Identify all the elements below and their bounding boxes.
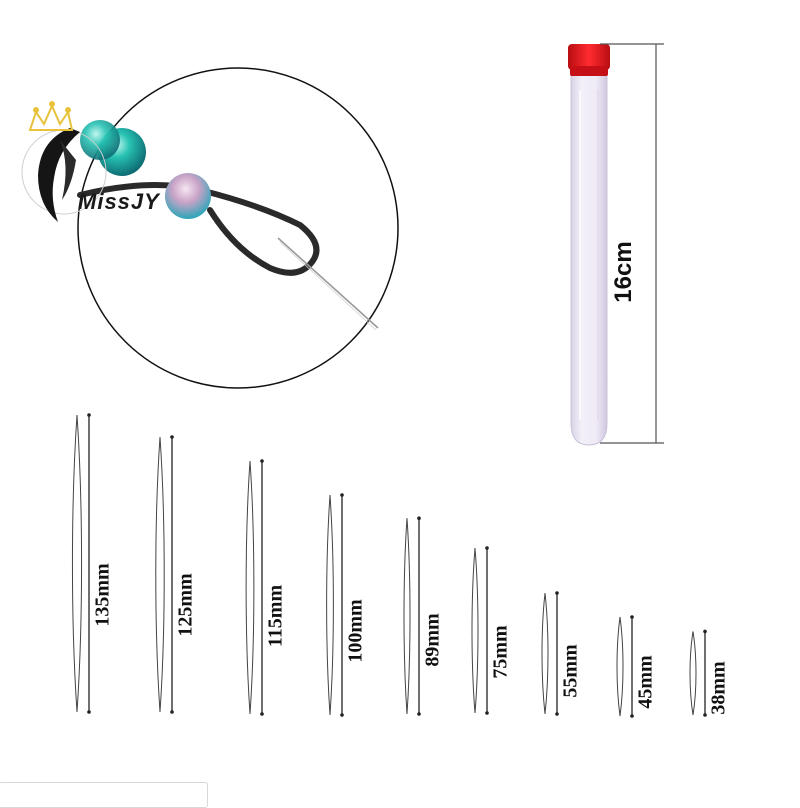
dimension-end-dot	[87, 413, 91, 417]
dimension-end-dot	[485, 546, 489, 550]
corner-frame	[0, 782, 208, 808]
needle-length-label: 100mm	[344, 598, 367, 663]
beading-needle-115	[245, 460, 255, 715]
crown-icon	[28, 101, 74, 131]
beading-needle-100	[326, 494, 334, 716]
tube-dimension-line	[600, 43, 664, 444]
dimension-end-dot	[630, 714, 634, 718]
beading-needle-89	[403, 518, 411, 715]
dimension-end-dot	[170, 710, 174, 714]
beading-needle-125	[155, 436, 165, 713]
dimension-end-dot	[417, 712, 421, 716]
tube-cap	[568, 44, 610, 70]
threading-needle	[277, 237, 379, 329]
needle-length-label: 125mm	[174, 572, 197, 637]
beading-needle-55	[541, 592, 549, 715]
needle-length-label: 55mm	[559, 644, 582, 698]
needle-set	[71, 413, 707, 718]
dimension-end-dot	[703, 629, 707, 634]
needle-length-label: 38mm	[707, 661, 730, 715]
dimension-end-dot	[260, 712, 264, 716]
dimension-end-dot	[170, 435, 174, 439]
beading-needle-45	[616, 616, 624, 717]
dimension-end-dot	[555, 712, 559, 716]
beading-needle-135	[71, 414, 83, 713]
dimension-end-dot	[87, 710, 91, 714]
dimension-end-dot	[485, 711, 489, 715]
needle-length-label: 45mm	[634, 655, 657, 710]
dimension-end-dot	[630, 615, 634, 619]
dimension-end-dot	[703, 713, 707, 717]
needle-length-label: 135mm	[91, 563, 114, 627]
tube-length-label: 16cm	[610, 241, 637, 303]
brand-name: MissJY	[78, 189, 160, 214]
detail-circle	[77, 67, 399, 389]
dimension-end-dot	[555, 591, 559, 595]
needle-tube	[568, 44, 610, 446]
dimension-end-dot	[340, 493, 344, 497]
beading-needle-75	[471, 547, 479, 714]
brand-logo-icon	[21, 101, 107, 222]
dimension-end-dot	[260, 459, 264, 463]
dimension-end-dot	[340, 713, 344, 717]
needle-length-label: 89mm	[421, 613, 444, 667]
pink-teal-bead-icon	[165, 173, 211, 219]
needle-length-label: 75mm	[489, 625, 512, 679]
needle-length-label: 115mm	[264, 584, 287, 647]
dimension-end-dot	[417, 516, 421, 520]
beading-needle-38	[689, 631, 697, 716]
